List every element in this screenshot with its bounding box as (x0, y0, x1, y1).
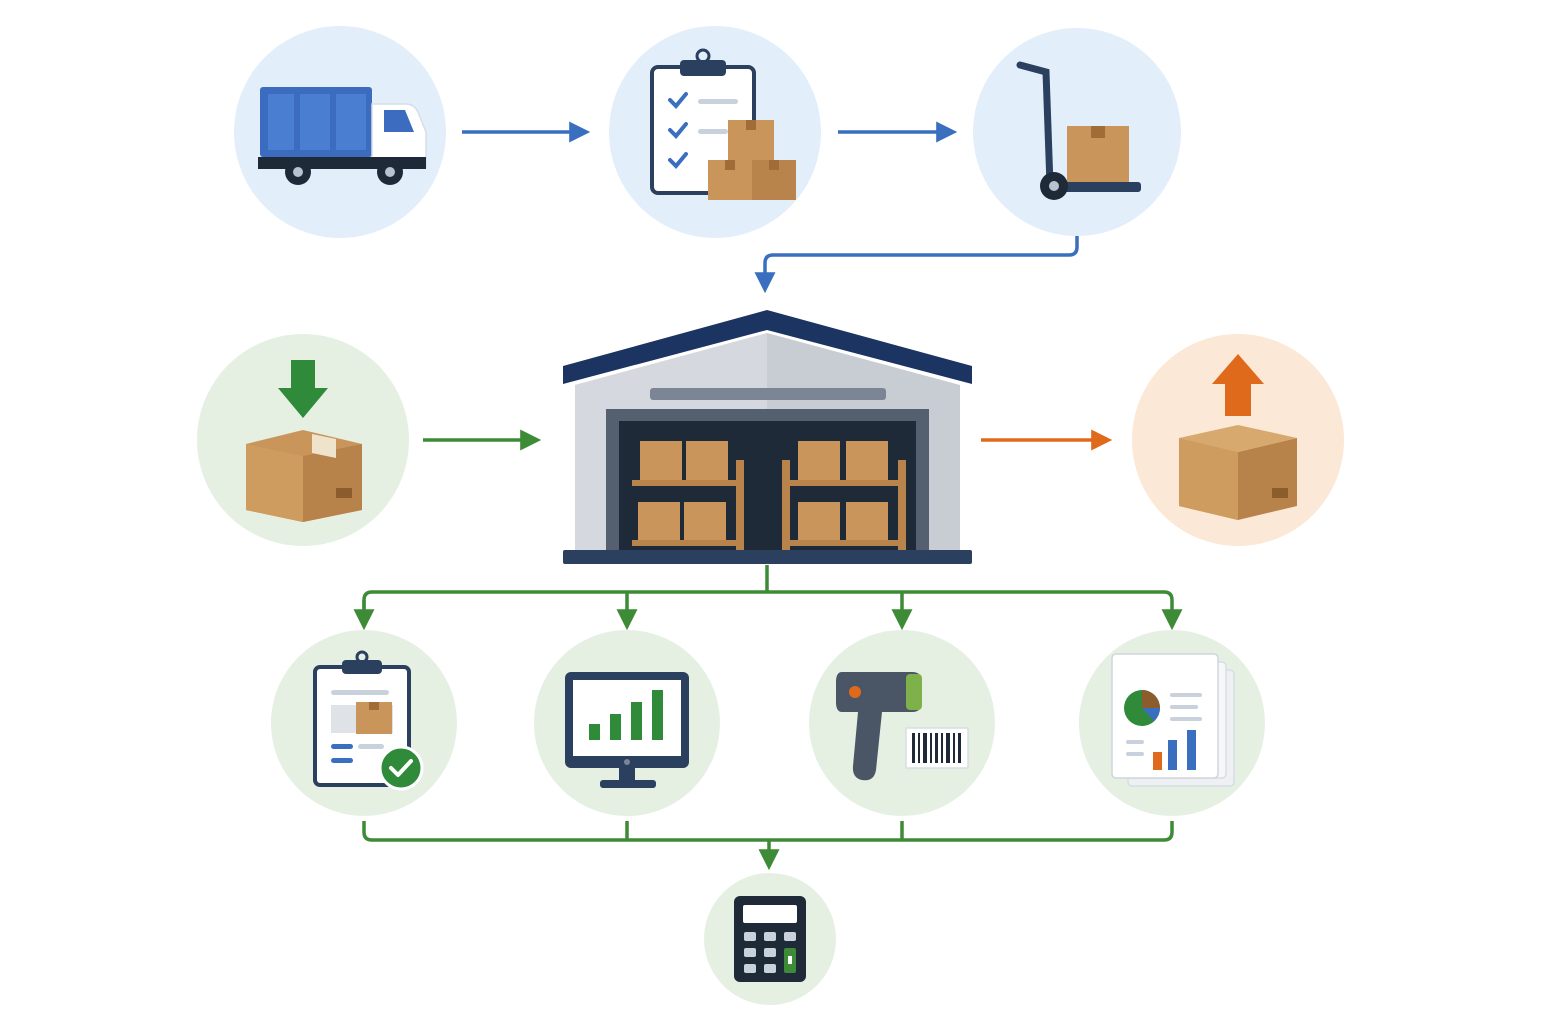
bar-chart-monitor-icon (565, 672, 689, 788)
warehouse-node (563, 310, 972, 564)
warehouse-icon (563, 310, 972, 564)
stock-record-node (271, 630, 457, 816)
inbound-box-icon (246, 360, 362, 522)
hand-truck-node (973, 28, 1181, 236)
outbound-goods-node (1132, 334, 1344, 546)
delivery-truck-node (234, 26, 446, 238)
truck-icon (258, 87, 427, 185)
edge-warehouse-to-tools (353, 565, 1183, 631)
barcode-scanner-node (809, 630, 995, 816)
edge-handtruck-to-warehouse (754, 236, 1079, 294)
analytics-monitor-node (534, 630, 720, 816)
barcode-scanner-icon (836, 672, 969, 781)
hand-truck-icon (1016, 61, 1141, 200)
reports-node (1079, 630, 1265, 816)
inventory-checklist-node (609, 26, 821, 238)
calculator-node (704, 873, 836, 1005)
checked-clipboard-icon (313, 650, 424, 791)
clipboard-boxes-icon (650, 48, 796, 200)
outbound-box-icon (1179, 354, 1297, 520)
inbound-goods-node (197, 334, 409, 546)
edge-tools-to-calculator (362, 821, 1174, 871)
calculator-icon (734, 896, 806, 982)
report-documents-icon (1111, 653, 1235, 787)
